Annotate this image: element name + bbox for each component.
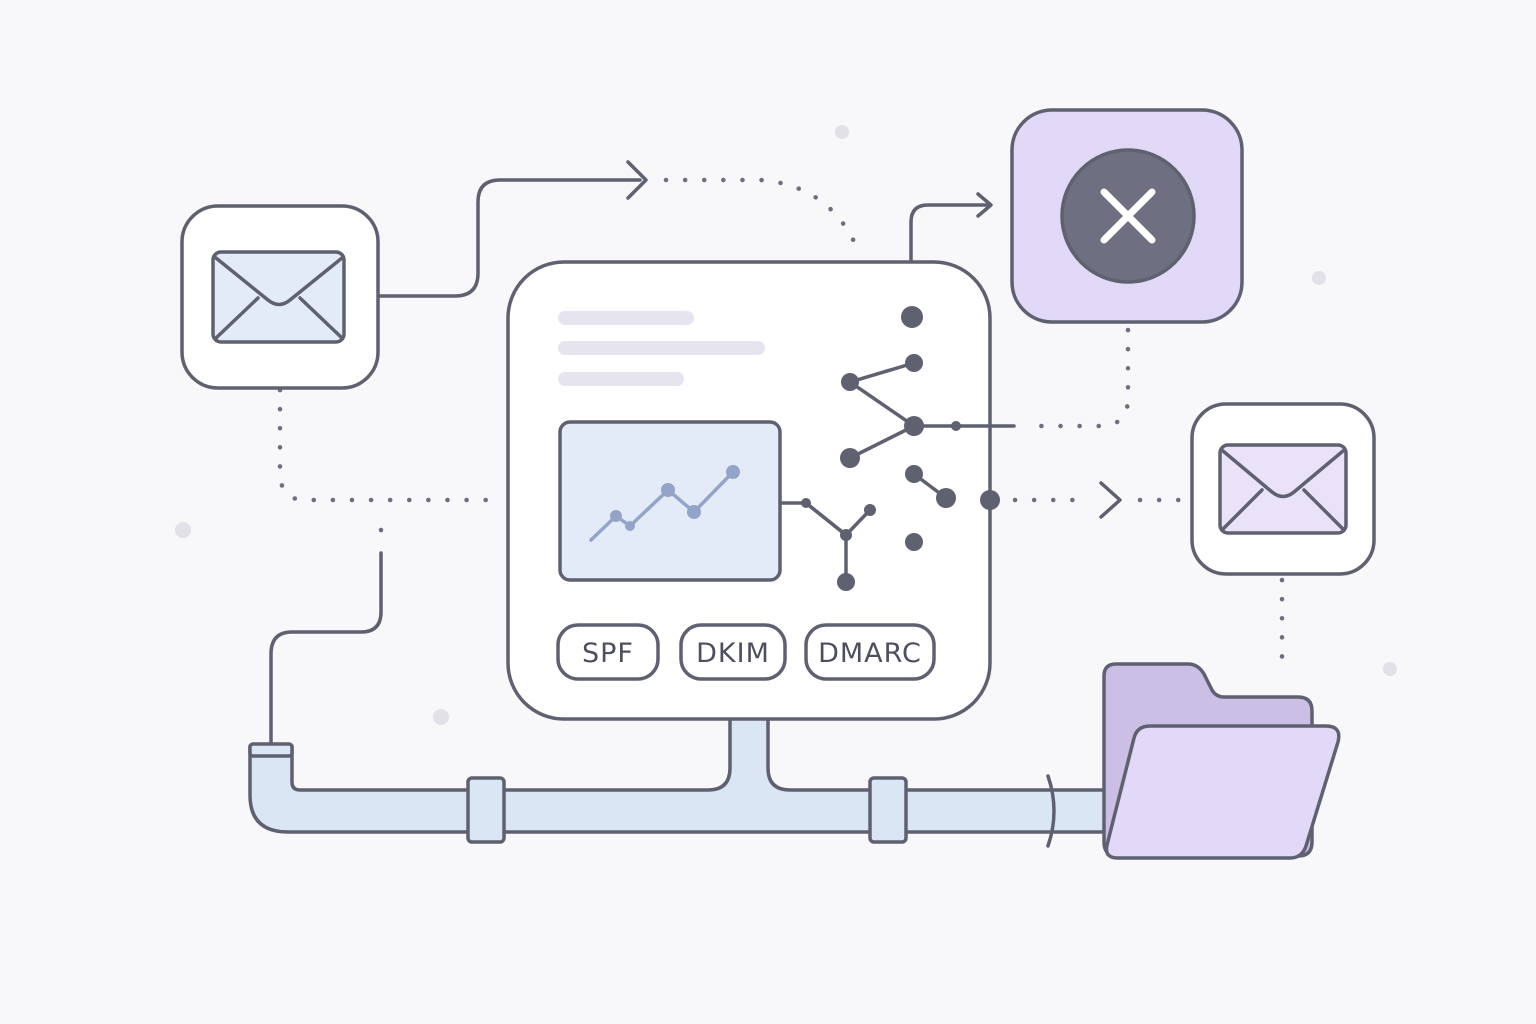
dmarc-badge: DMARC [804, 623, 936, 681]
placeholder-line [558, 372, 684, 386]
reject-dotted-connector [1037, 327, 1131, 429]
incoming-dotted-connector [277, 387, 493, 543]
rejected-email-card [1010, 108, 1244, 324]
spf-badge-label: SPF [582, 638, 634, 669]
filter-panel: SPF DKIM DMARC [506, 260, 1016, 721]
reject-flow-connector [909, 192, 993, 319]
incoming-email-card [180, 204, 380, 390]
dkim-badge-label: DKIM [696, 638, 770, 669]
dkim-badge: DKIM [679, 623, 787, 681]
incoming-flow-connector [376, 160, 861, 298]
placeholder-line [558, 341, 765, 355]
placeholder-line [558, 311, 694, 325]
close-icon [1060, 148, 1196, 284]
spf-badge: SPF [556, 623, 660, 681]
background-dots [175, 125, 1397, 725]
pipe-coupling [868, 776, 908, 844]
routing-network-icon [778, 306, 1016, 591]
analytics-chart-icon [558, 420, 782, 582]
delivered-email-card [1190, 402, 1376, 576]
pipe-feed-line [269, 551, 383, 748]
pipeline [248, 716, 1110, 848]
pipe-coupling [466, 776, 506, 844]
folder-icon [1102, 662, 1341, 860]
deliver-flow-connector [1012, 481, 1183, 519]
envelope-icon [1218, 443, 1348, 535]
dmarc-badge-label: DMARC [818, 638, 922, 669]
envelope-icon [211, 250, 346, 344]
